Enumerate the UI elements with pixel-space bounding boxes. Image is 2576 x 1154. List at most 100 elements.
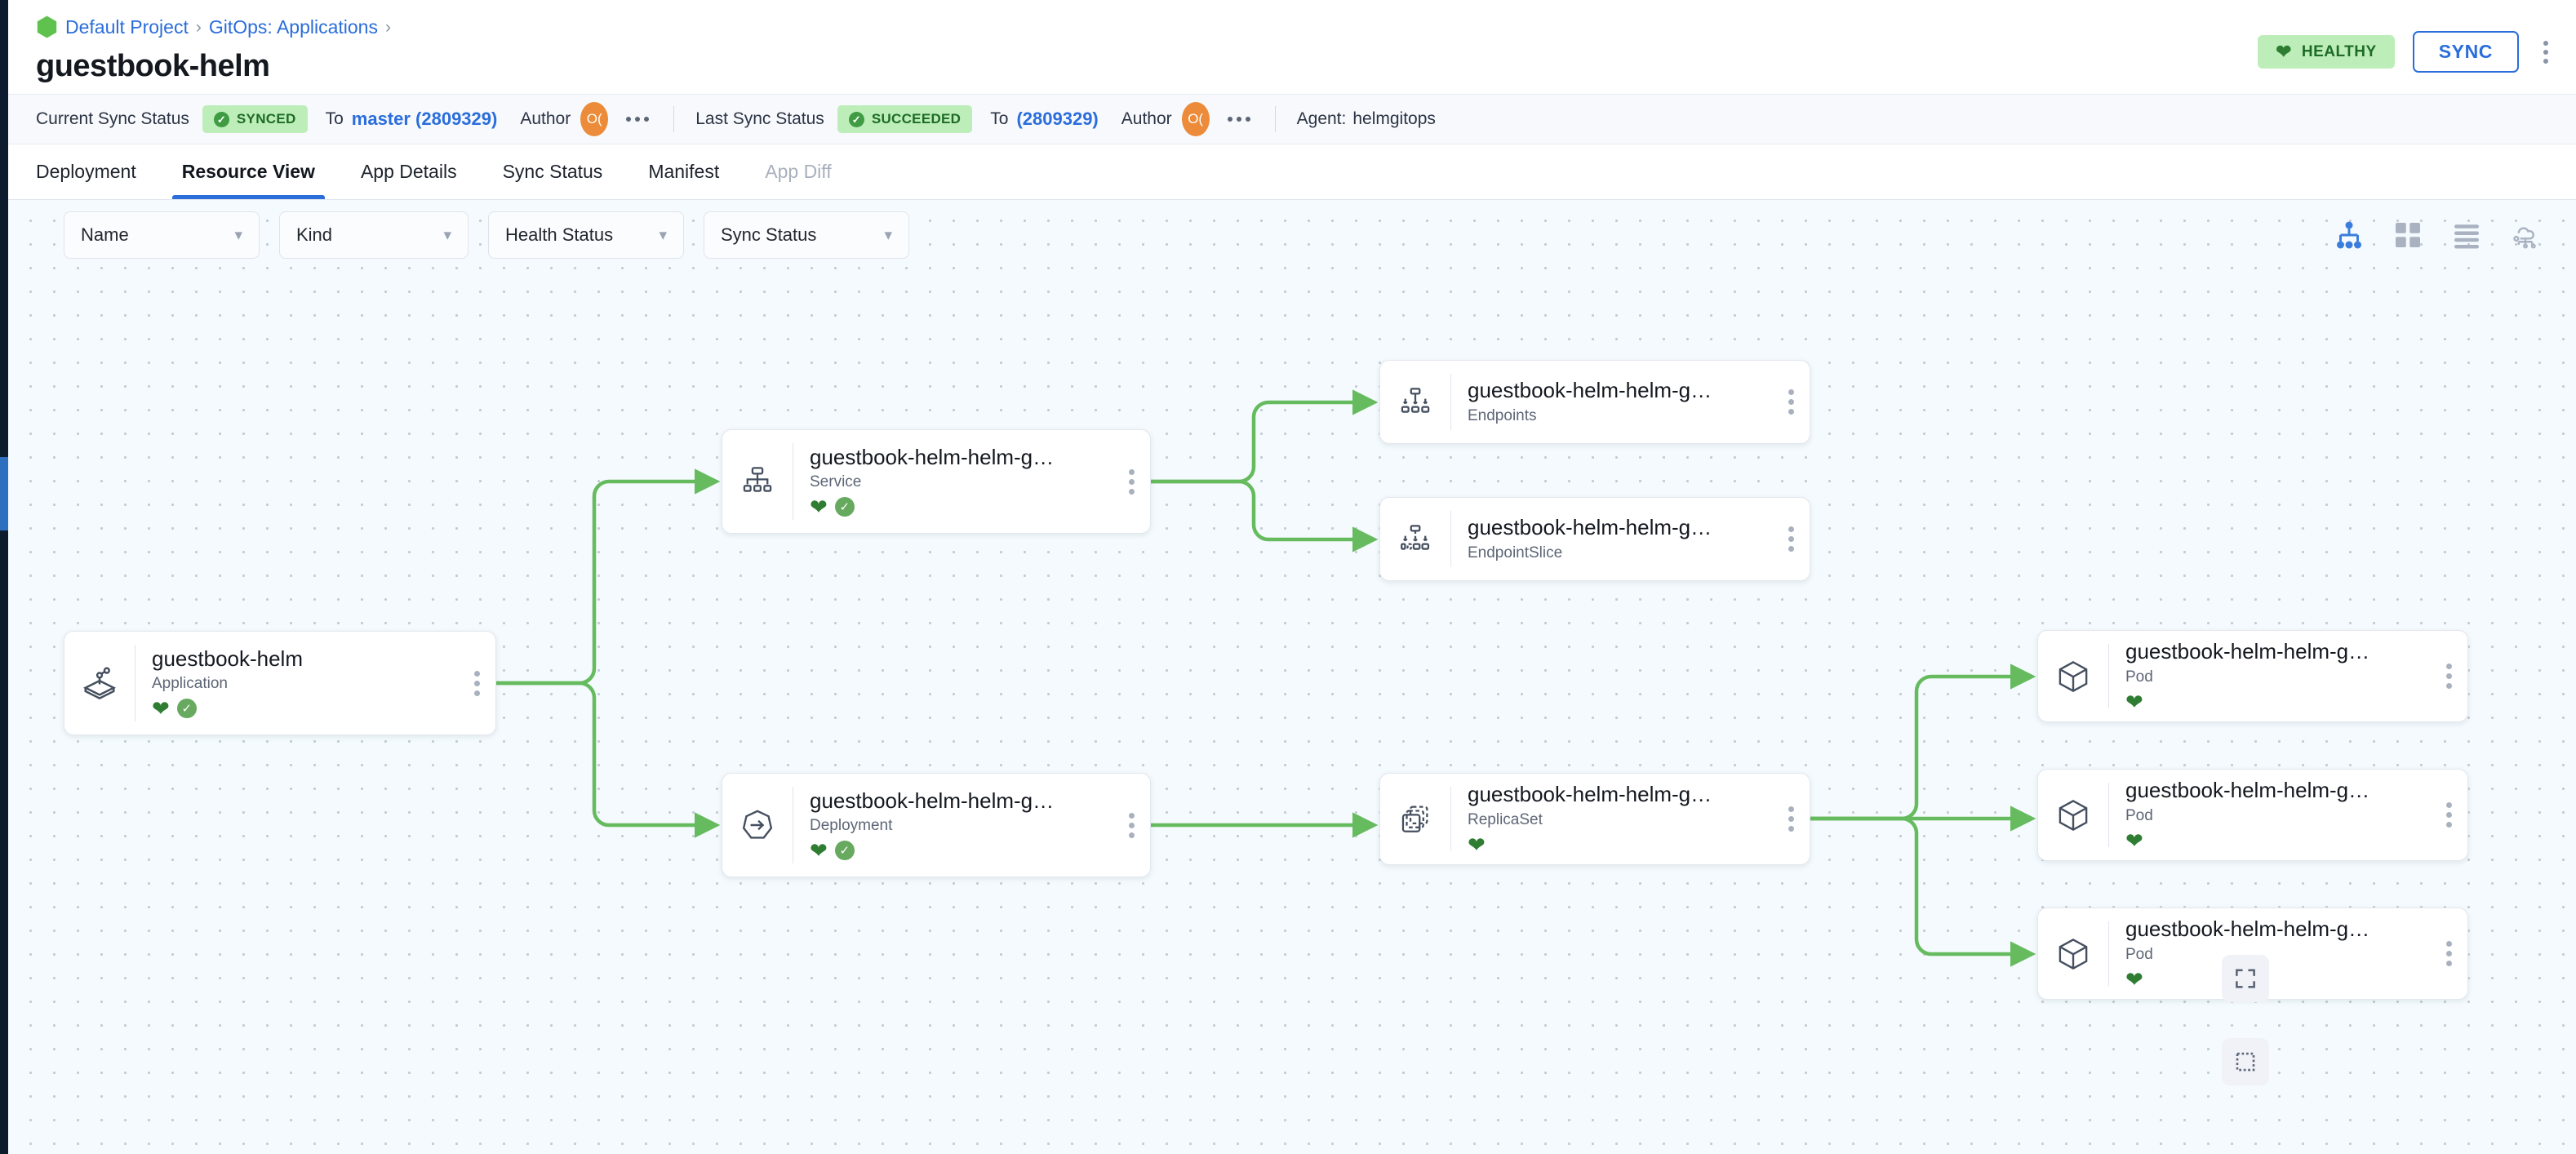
chevron-down-icon: ▾ <box>659 226 667 244</box>
pod-icon <box>2038 659 2108 695</box>
tab-app-details[interactable]: App Details <box>360 161 457 182</box>
node-kind: Pod <box>2125 806 2153 824</box>
avatar[interactable]: O( <box>1181 102 1210 136</box>
tab-sync-status[interactable]: Sync Status <box>502 161 603 182</box>
avatar[interactable]: O( <box>580 102 609 136</box>
graph-node-pod-2[interactable]: guestbook-helm-helm-g… Pod ❤ <box>2037 769 2468 861</box>
node-overflow-menu-icon[interactable] <box>1113 812 1150 838</box>
node-overflow-menu-icon[interactable] <box>2430 941 2467 966</box>
node-body: guestbook-helm-helm-g… ReplicaSet ❤ <box>1451 783 1772 855</box>
tab-manifest[interactable]: Manifest <box>648 161 720 182</box>
node-overflow-menu-icon[interactable] <box>458 670 495 696</box>
filter-kind-label: Kind <box>296 224 333 245</box>
header-overflow-menu-icon[interactable] <box>2537 36 2555 69</box>
node-status-icons: ❤ <box>2125 691 2418 712</box>
check-circle-icon: ✓ <box>834 841 855 861</box>
node-status-icons: ❤ <box>1468 834 1761 855</box>
breadcrumb-separator: › <box>384 17 391 37</box>
tree-view-icon[interactable] <box>2334 220 2364 250</box>
strip-divider <box>673 106 675 132</box>
node-overflow-menu-icon[interactable] <box>1772 806 1810 832</box>
pod-icon <box>2038 936 2108 972</box>
last-revision-link[interactable]: (2809329) <box>1016 109 1099 129</box>
sync-button[interactable]: SYNC <box>2412 31 2519 73</box>
breadcrumb: Default Project › GitOps: Applications › <box>36 15 2548 39</box>
node-overflow-menu-icon[interactable] <box>1772 389 1810 415</box>
node-divider <box>2108 921 2109 986</box>
agent-label: Agent: <box>1296 109 1347 128</box>
graph-node-pod-1[interactable]: guestbook-helm-helm-g… Pod ❤ <box>2037 630 2468 722</box>
current-sync-overflow-icon[interactable] <box>623 112 652 126</box>
gitops-hexagon-logo-icon <box>37 16 57 38</box>
node-divider <box>1450 787 1451 851</box>
graph-node-deployment[interactable]: guestbook-helm-helm-g… Deployment ❤ ✓ <box>722 773 1151 877</box>
breadcrumb-link-default-project[interactable]: Default Project <box>65 16 189 38</box>
filter-health-status-select[interactable]: Health Status ▾ <box>488 211 684 259</box>
sync-status-strip: Current Sync Status ✓ SYNCED To master (… <box>8 94 2576 144</box>
graph-node-application[interactable]: guestbook-helm Application ❤ ✓ <box>64 631 496 735</box>
node-name: guestbook-helm-helm-g… <box>2125 640 2370 664</box>
node-overflow-menu-icon[interactable] <box>2430 664 2467 689</box>
resource-graph-canvas[interactable]: Name ▾ Kind ▾ Health Status ▾ Sync Statu… <box>8 200 2576 1154</box>
check-circle-icon: ✓ <box>176 699 197 719</box>
chevron-down-icon: ▾ <box>443 226 451 244</box>
graph-node-replicaset[interactable]: guestbook-helm-helm-g… ReplicaSet ❤ <box>1379 773 1810 865</box>
current-revision-link[interactable]: master (2809329) <box>351 109 498 129</box>
breadcrumb-link-gitops-applications[interactable]: GitOps: Applications <box>208 16 378 38</box>
heart-icon: ❤ <box>810 495 828 520</box>
heart-icon: ❤ <box>2125 966 2143 992</box>
grid-view-icon[interactable] <box>2393 220 2423 250</box>
edge-replicaset-to-pod1 <box>1810 664 2036 821</box>
left-nav-rail[interactable] <box>0 0 8 1154</box>
deployment-icon <box>722 807 793 843</box>
heart-icon: ❤ <box>152 696 170 721</box>
node-body: guestbook-helm-helm-g… Service ❤ ✓ <box>793 446 1113 518</box>
node-name: guestbook-helm-helm-g… <box>2125 917 2370 942</box>
header-actions: ❤ HEALTHY SYNC <box>2258 31 2555 73</box>
tab-app-diff: App Diff <box>765 161 832 182</box>
chevron-down-icon: ▾ <box>884 226 892 244</box>
node-kind: Application <box>152 675 228 693</box>
network-view-icon[interactable] <box>2511 220 2540 250</box>
node-overflow-menu-icon[interactable] <box>2430 802 2467 828</box>
breadcrumb-separator: › <box>195 17 202 37</box>
current-sync-status-badge-label: SYNCED <box>236 111 296 126</box>
edge-service-to-endpoints <box>1151 389 1379 484</box>
filter-name-select[interactable]: Name ▾ <box>64 211 260 259</box>
selection-box-button[interactable] <box>2222 1038 2269 1085</box>
heart-icon: ❤ <box>2276 41 2292 62</box>
fullscreen-button[interactable] <box>2222 955 2269 1002</box>
current-sync-status-label: Current Sync Status <box>36 109 189 128</box>
last-author-label: Author <box>1121 109 1172 128</box>
check-circle-icon: ✓ <box>848 111 864 127</box>
filter-bar: Name ▾ Kind ▾ Health Status ▾ Sync Statu… <box>8 200 2576 270</box>
node-status-icons: ❤ ✓ <box>810 840 1101 861</box>
node-name: guestbook-helm-helm-g… <box>1468 379 1712 403</box>
tab-resource-view[interactable]: Resource View <box>159 144 338 199</box>
heart-icon: ❤ <box>2125 689 2143 714</box>
page-title: guestbook-helm <box>36 49 270 83</box>
node-status-icons: ❤ <box>2125 830 2418 851</box>
heart-icon: ❤ <box>1468 832 1486 857</box>
strip-divider <box>1274 106 1276 132</box>
current-sync-status-badge: ✓ SYNCED <box>202 105 308 133</box>
current-to-label: To <box>325 109 344 128</box>
node-name: guestbook-helm <box>152 646 303 671</box>
tab-deployment[interactable]: Deployment <box>36 161 136 182</box>
node-overflow-menu-icon[interactable] <box>1772 526 1810 552</box>
graph-node-service[interactable]: guestbook-helm-helm-g… Service ❤ ✓ <box>722 429 1151 534</box>
left-rail-active-indicator <box>0 457 8 530</box>
last-sync-overflow-icon[interactable] <box>1224 112 1254 126</box>
graph-node-pod-3[interactable]: guestbook-helm-helm-g… Pod ❤ <box>2037 908 2468 1000</box>
node-body: guestbook-helm-helm-g… Deployment ❤ ✓ <box>793 789 1113 862</box>
status-badge-health: ❤ HEALTHY <box>2258 35 2395 69</box>
node-divider <box>1450 511 1451 567</box>
view-toggle-group <box>2334 200 2540 270</box>
filter-kind-select[interactable]: Kind ▾ <box>279 211 469 259</box>
node-overflow-menu-icon[interactable] <box>1113 468 1150 495</box>
list-view-icon[interactable] <box>2452 220 2481 250</box>
graph-node-endpointslice[interactable]: guestbook-helm-helm-g… EndpointSlice <box>1379 497 1810 581</box>
graph-node-endpoints[interactable]: guestbook-helm-helm-g… Endpoints <box>1379 360 1810 444</box>
node-kind: Pod <box>2125 945 2153 963</box>
filter-sync-status-select[interactable]: Sync Status ▾ <box>704 211 909 259</box>
